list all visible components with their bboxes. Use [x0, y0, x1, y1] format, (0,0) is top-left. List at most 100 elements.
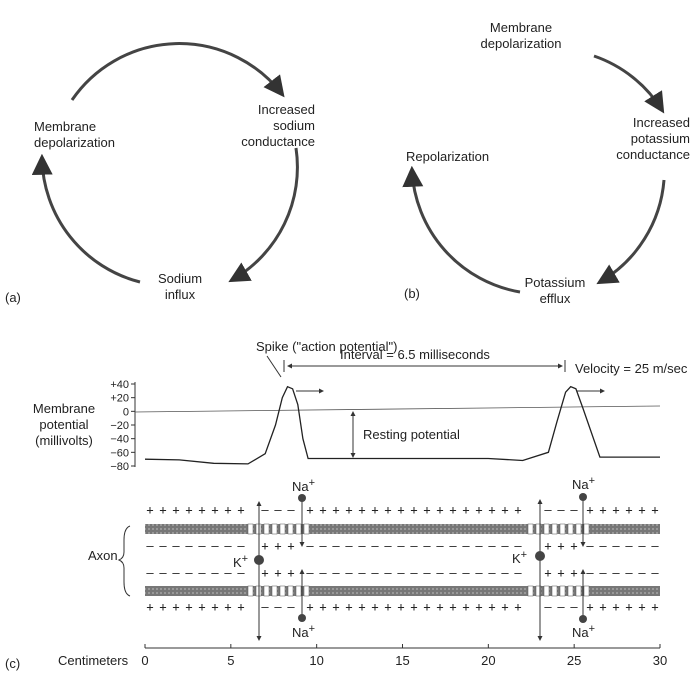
charge-sign: –: [651, 539, 659, 553]
ion-channel: [247, 523, 254, 535]
charge-sign: –: [146, 539, 154, 553]
ion-channel: [263, 523, 270, 535]
charge-sign: –: [384, 539, 392, 553]
charge-sign: +: [198, 600, 205, 614]
charge-sign: +: [514, 503, 521, 517]
b-bottom-label-1: Potassium: [525, 275, 586, 290]
charge-sign: +: [185, 503, 192, 517]
panel-a: Membrane depolarization Increased sodium…: [5, 42, 315, 305]
a-left-label-2: depolarization: [34, 135, 115, 150]
charge-sign: +: [599, 503, 606, 517]
y-axis-label-2: potential: [39, 417, 88, 432]
b-right-label-3: conductance: [616, 147, 690, 162]
ion-channel: [567, 585, 574, 597]
charge-sign: +: [462, 600, 469, 614]
charge-sign: +: [358, 503, 365, 517]
y-tick-label: −80: [110, 461, 129, 473]
na-ion-lower-left: [298, 614, 306, 622]
charge-sign: +: [570, 566, 577, 580]
charge-sign: +: [237, 503, 244, 517]
charge-sign: +: [332, 600, 339, 614]
charge-sign: +: [514, 600, 521, 614]
interval-label: Interval = 6.5 milliseconds: [340, 347, 490, 362]
charge-sign: +: [638, 503, 645, 517]
charge-sign: –: [410, 539, 418, 553]
charge-sign: –: [159, 539, 167, 553]
charge-sign: +: [371, 600, 378, 614]
axon-brace: [117, 525, 131, 597]
charge-sign: –: [306, 539, 314, 553]
charge-sign: +: [501, 503, 508, 517]
charge-sign: +: [224, 503, 231, 517]
charge-sign: +: [410, 600, 417, 614]
charge-sign: +: [198, 503, 205, 517]
charge-sign: +: [146, 600, 153, 614]
charge-sign: –: [345, 566, 353, 580]
charge-sign: +: [544, 539, 551, 553]
axon-membrane-top: [145, 524, 660, 534]
charge-sign: +: [557, 566, 564, 580]
panel-c-letter: (c): [5, 656, 20, 671]
x-tick-label: 10: [309, 653, 323, 668]
charge-sign: –: [544, 600, 552, 614]
ion-channel: [527, 523, 534, 535]
charge-sign: –: [651, 566, 659, 580]
ion-channel: [559, 523, 566, 535]
charge-sign: +: [261, 566, 268, 580]
charge-sign: –: [172, 566, 180, 580]
b-bottom-label-2: efflux: [540, 291, 571, 306]
resting-potential-label: Resting potential: [363, 427, 460, 442]
b-left-label: Repolarization: [406, 149, 489, 164]
charge-sign: –: [625, 539, 633, 553]
charge-sign: +: [211, 503, 218, 517]
charge-sign: –: [397, 539, 405, 553]
charge-sign: –: [410, 566, 418, 580]
charge-sign: –: [319, 566, 327, 580]
charge-sign: –: [462, 539, 470, 553]
charge-sign: –: [488, 539, 496, 553]
charge-sign: +: [384, 600, 391, 614]
charge-sign: –: [514, 539, 522, 553]
charge-sign: –: [224, 566, 232, 580]
charge-sign: –: [371, 566, 379, 580]
charge-sign: –: [172, 539, 180, 553]
na-label-lower-right: Na+: [572, 623, 595, 640]
y-axis-label-3: (millivolts): [35, 433, 93, 448]
charge-sign: –: [185, 539, 193, 553]
charge-sign: –: [358, 566, 366, 580]
charge-sign: –: [557, 600, 565, 614]
charge-sign: +: [436, 600, 443, 614]
charge-sign: +: [146, 503, 153, 517]
cycle-arc-upper-right: [593, 54, 665, 114]
charge-sign: +: [371, 503, 378, 517]
ion-channel: [527, 585, 534, 597]
x-axis-label: Centimeters: [58, 653, 129, 668]
charge-sign: +: [237, 600, 244, 614]
charge-sign: –: [332, 539, 340, 553]
charge-sign: –: [501, 539, 509, 553]
ion-channel: [271, 523, 278, 535]
cycle-arc-lower-left: [402, 165, 521, 294]
charge-sign: –: [449, 566, 457, 580]
ion-channel: [295, 523, 302, 535]
y-axis-label-1: Membrane: [33, 401, 95, 416]
charge-sign: +: [397, 600, 404, 614]
panel-a-letter: (a): [5, 290, 21, 305]
charge-sign: +: [651, 600, 658, 614]
charge-sign: +: [423, 600, 430, 614]
charge-sign: +: [345, 503, 352, 517]
charge-sign: +: [172, 503, 179, 517]
ion-channel: [271, 585, 278, 597]
k-ion-left: [254, 555, 264, 565]
ion-channel: [567, 523, 574, 535]
charge-sign: –: [287, 503, 295, 517]
panel-b: Membrane depolarization Increased potass…: [402, 20, 690, 306]
charge-sign: –: [638, 566, 646, 580]
charge-sign: –: [599, 539, 607, 553]
charge-sign: +: [501, 600, 508, 614]
charge-sign: –: [514, 566, 522, 580]
charge-sign: +: [185, 600, 192, 614]
charge-sign: –: [397, 566, 405, 580]
